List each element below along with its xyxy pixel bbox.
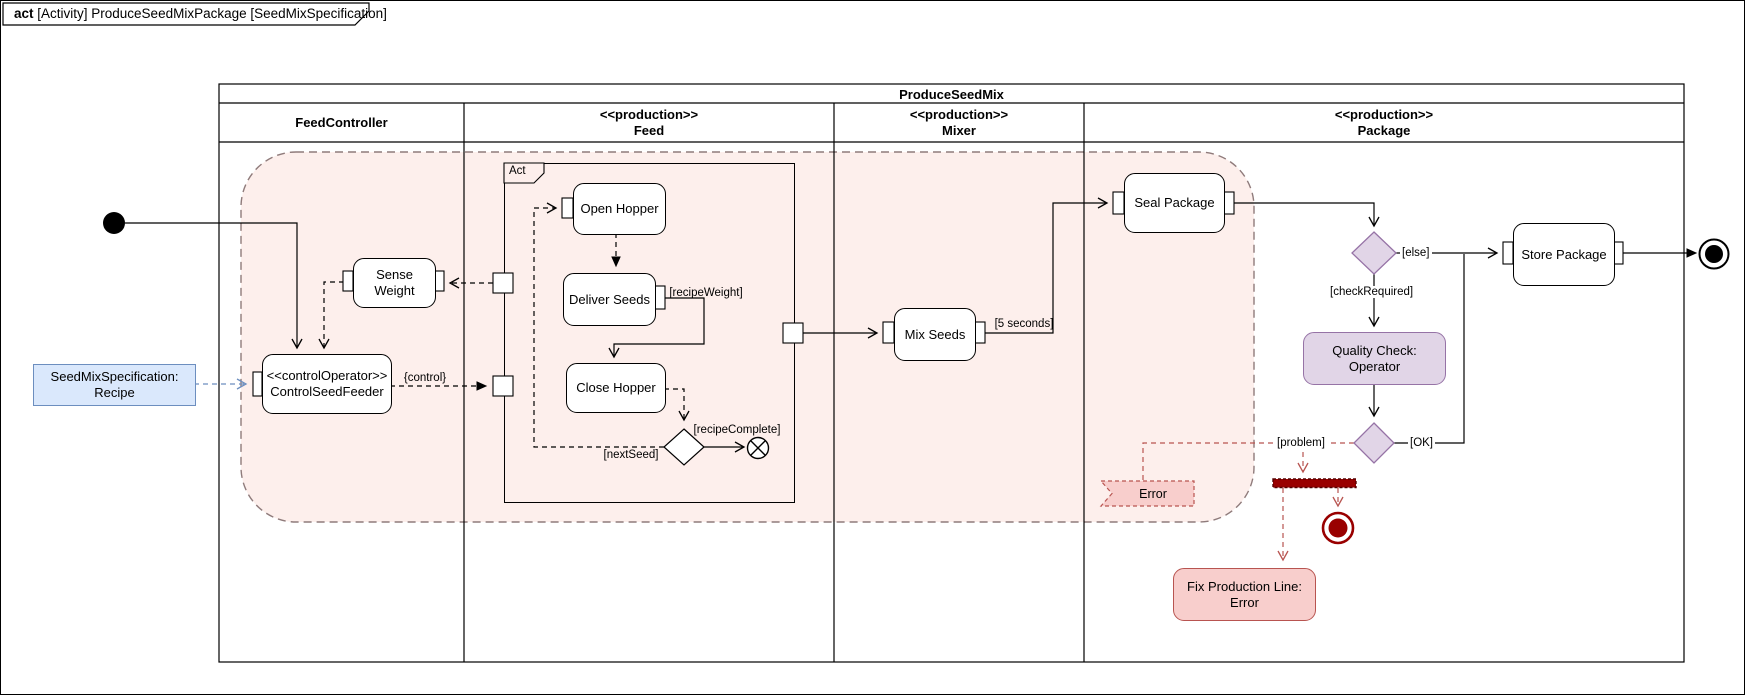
guard-recipeweight: [recipeWeight] xyxy=(669,287,743,299)
action-qualitycheck: Quality Check: Operator xyxy=(1303,332,1446,385)
interrupt-bar xyxy=(1272,478,1357,489)
action-storepackage: Store Package xyxy=(1513,223,1615,286)
lane-header-mixer: <<production>> Mixer xyxy=(834,105,1084,141)
action-label-line2: Operator xyxy=(1348,358,1401,374)
action-label: Store Package xyxy=(1521,246,1607,262)
act-label: Act xyxy=(509,165,526,177)
action-mixseeds: Mix Seeds xyxy=(894,308,976,361)
guard-control: {control} xyxy=(403,372,447,384)
action-label: Close Hopper xyxy=(576,380,656,396)
guard-else: [else] xyxy=(1400,247,1432,259)
lane-header-feedcontroller: FeedController xyxy=(219,105,464,141)
pin-act-input-control xyxy=(492,375,514,397)
action-deliverseeds: Deliver Seeds xyxy=(563,273,656,326)
guard-fiveseconds: [5 seconds] xyxy=(994,318,1054,330)
lane-header-package: <<production>> Package xyxy=(1084,105,1684,141)
action-senseweight: Sense Weight xyxy=(353,258,436,308)
pin-act-output-seeds xyxy=(782,322,804,344)
action-label-line1: Quality Check: xyxy=(1332,342,1417,358)
guard-problem: [problem] xyxy=(1275,437,1327,449)
lane-stereotype: <<production>> xyxy=(599,106,699,122)
action-label-line2: Error xyxy=(1230,594,1259,610)
lane-header-feed: <<production>> Feed xyxy=(464,105,834,141)
lane-name: Package xyxy=(1357,123,1411,138)
error-signal-shape xyxy=(1099,480,1195,507)
guard-checkrequired: [checkRequired] xyxy=(1328,286,1416,298)
edge-problem-to-errorsignal xyxy=(1142,442,1354,480)
action-label-line2: Weight xyxy=(374,283,415,298)
pin-senseweight-left xyxy=(342,270,354,292)
edge-deliverseeds-to-closehopper xyxy=(608,297,705,359)
action-label: Open Hopper xyxy=(580,201,659,217)
frame-tab-label: act [Activity] ProduceSeedMixPackage [Se… xyxy=(14,6,387,21)
object-node-line2: Recipe xyxy=(94,385,135,400)
action-label-line1: Fix Production Line: xyxy=(1187,578,1302,594)
decision-recipe xyxy=(663,428,705,466)
pin-openhopper-input xyxy=(561,197,574,219)
edge-nextseed-loop xyxy=(533,202,664,448)
object-node-seedmixspecification: SeedMixSpecification: Recipe xyxy=(33,364,196,406)
action-label: Deliver Seeds xyxy=(569,291,650,307)
lane-name: FeedController xyxy=(295,114,388,130)
pin-mixseeds-input xyxy=(882,321,895,344)
guard-nextseed: [nextSeed] xyxy=(603,449,659,461)
pin-controlseedfeeder-input xyxy=(252,371,263,397)
flow-final-node xyxy=(746,436,770,460)
lane-name: Feed xyxy=(633,123,665,138)
frame-tab-keyword: act xyxy=(14,6,34,21)
partition-border xyxy=(218,83,1685,663)
edge-initial-to-controlseedfeeder xyxy=(125,222,303,350)
decision-check xyxy=(1351,231,1397,275)
lane-stereotype: <<production>> xyxy=(1334,106,1434,122)
decision-quality-result xyxy=(1353,422,1395,464)
edge-senseweight-to-controlseedfeeder xyxy=(318,281,344,350)
action-label: Mix Seeds xyxy=(904,326,966,342)
pin-storepackage-input xyxy=(1502,241,1514,265)
action-openhopper: Open Hopper xyxy=(573,183,666,235)
action-stereotype: <<controlOperator>> xyxy=(266,368,388,384)
activity-final-node xyxy=(1698,238,1730,270)
error-signal-label: Error xyxy=(1139,487,1167,501)
action-label-line1: Sense xyxy=(376,267,413,283)
action-sealpackage: Seal Package xyxy=(1124,173,1225,233)
lane-stereotype: <<production>> xyxy=(909,106,1009,122)
partition-title: ProduceSeedMix xyxy=(899,87,1004,102)
initial-node xyxy=(103,212,125,234)
frame-tab xyxy=(2,2,370,26)
pin-sealpackage-input xyxy=(1112,191,1125,215)
lane-name: Mixer xyxy=(942,123,976,138)
swimlane-table xyxy=(218,83,1685,663)
action-label: Seal Package xyxy=(1134,195,1215,211)
action-controlseedfeeder: <<controlOperator>> ControlSeedFeeder xyxy=(262,354,392,414)
frame-tab-title: [Activity] ProduceSeedMixPackage [SeedMi… xyxy=(33,6,387,21)
error-final-node xyxy=(1321,511,1355,545)
edge-mixseeds-to-sealpackage xyxy=(985,197,1109,334)
object-node-line1: SeedMixSpecification: xyxy=(50,369,179,385)
interruptible-region xyxy=(240,151,1255,523)
edge-sealpackage-to-decision1 xyxy=(1234,202,1380,228)
action-fixproductionline: Fix Production Line: Error xyxy=(1173,568,1316,621)
action-label: ControlSeedFeeder xyxy=(270,384,384,399)
action-closehopper: Close Hopper xyxy=(566,363,666,413)
pin-act-output-weight xyxy=(492,272,514,294)
act-label-tab xyxy=(503,162,545,184)
edge-closehopper-to-decision xyxy=(664,388,690,422)
guard-ok: [OK] xyxy=(1408,437,1436,449)
guard-recipecomplete: [recipeComplete] xyxy=(693,424,781,436)
